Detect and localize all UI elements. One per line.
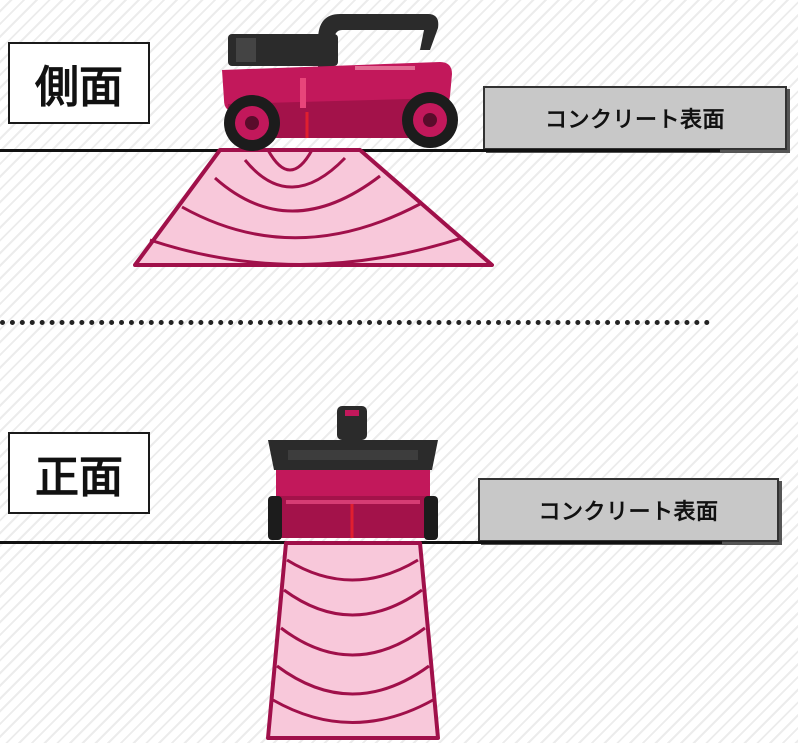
front-radar-wave-fan — [266, 541, 440, 740]
section-divider — [0, 320, 710, 325]
front-radar-device — [268, 406, 438, 540]
side-radar-wave-fan — [133, 148, 494, 267]
side-view-label: 側面 — [8, 42, 150, 124]
front-view-label: 正面 — [8, 432, 150, 514]
side-radar-device — [222, 14, 458, 151]
